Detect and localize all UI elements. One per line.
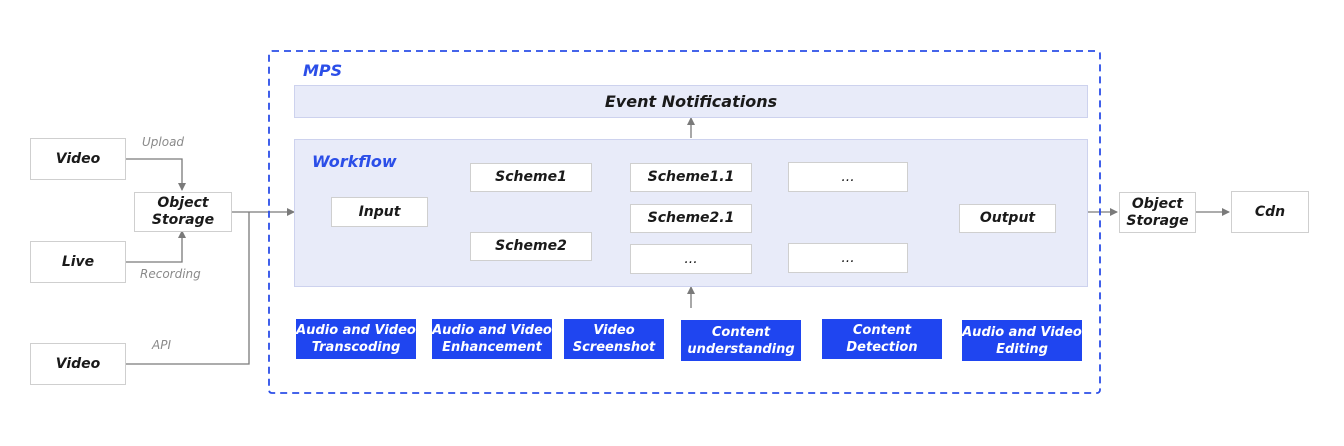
api-line <box>126 212 250 365</box>
live-source: Live <box>30 241 126 283</box>
workflow-scheme2-more-b: ... <box>788 243 908 273</box>
event-notifications-bar: Event Notifications <box>294 85 1088 118</box>
workflow-scheme2-more-a: ... <box>630 244 752 274</box>
workflow-title: Workflow <box>312 152 397 171</box>
capability-editing: Audio and Video Editing <box>962 320 1082 361</box>
recording-label: Recording <box>140 267 201 281</box>
workflow-scheme1-more: ... <box>788 162 908 192</box>
upload-label: Upload <box>142 135 185 149</box>
object-storage-in: Object Storage <box>134 192 232 232</box>
upload-arrow <box>126 158 186 191</box>
video-api-source: Video <box>30 343 126 385</box>
workflow-scheme1: Scheme1 <box>470 163 592 192</box>
capability-screenshot: Video Screenshot <box>564 319 664 359</box>
workflow-input: Input <box>331 197 428 227</box>
capability-content-detection: Content Detection <box>822 319 942 359</box>
recording-arrow <box>126 230 186 263</box>
capability-content-understanding: Content understanding <box>681 320 801 361</box>
workflow-scheme2: Scheme2 <box>470 232 592 261</box>
capability-enhancement: Audio and Video Enhancement <box>432 319 552 359</box>
mps-boundary <box>268 50 1101 394</box>
workflow-output: Output <box>959 204 1056 233</box>
capability-transcoding: Audio and Video Transcoding <box>296 319 416 359</box>
video-upload-source: Video <box>30 138 126 180</box>
workflow-scheme1-1: Scheme1.1 <box>630 163 752 192</box>
api-label: API <box>152 338 171 352</box>
workflow-scheme2-1: Scheme2.1 <box>630 204 752 233</box>
object-storage-out: Object Storage <box>1119 192 1196 233</box>
mps-title: MPS <box>303 61 343 80</box>
cdn-node: Cdn <box>1231 191 1309 233</box>
